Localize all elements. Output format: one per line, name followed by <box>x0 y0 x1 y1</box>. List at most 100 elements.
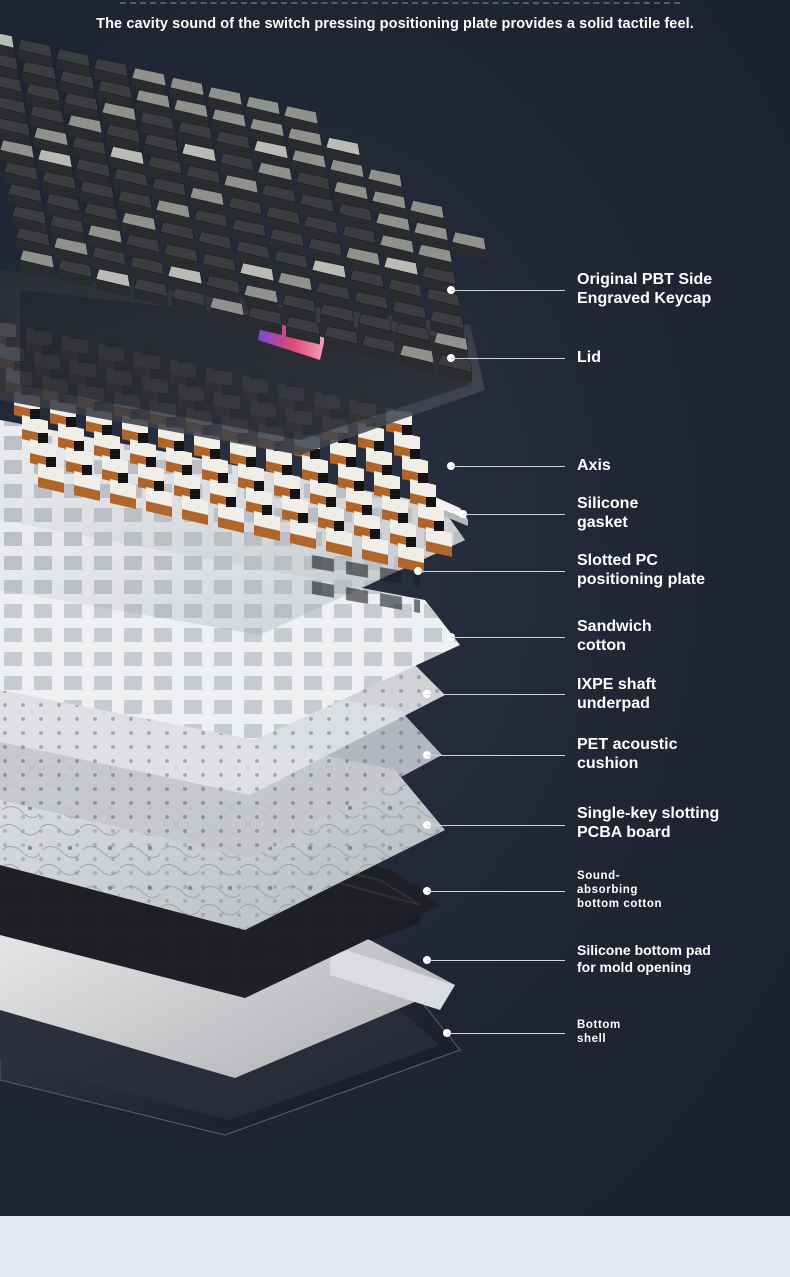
ixpe-underpad-label-line: underpad <box>577 695 650 712</box>
keycap <box>201 253 237 282</box>
keycap <box>151 177 187 206</box>
keycap <box>413 222 449 251</box>
keycap <box>341 225 377 254</box>
pet-cushion-label-line: PET acoustic <box>577 736 678 753</box>
keycap <box>319 303 355 332</box>
keycap <box>379 234 415 263</box>
keycap <box>249 118 285 147</box>
keycap <box>295 171 331 200</box>
keycap <box>169 77 205 106</box>
sandwich-cotton-label: Sandwich cotton <box>577 617 652 655</box>
ixpe-underpad-callout-line <box>427 694 565 695</box>
keycap <box>243 284 279 313</box>
keycap <box>17 39 53 68</box>
pcba-label: Single-key slotting PCBA board <box>577 804 719 842</box>
keycap <box>55 48 91 77</box>
keycap <box>133 278 169 307</box>
keycap <box>139 111 175 140</box>
silicone-bottom-pad-label-line: Silicone bottom pad <box>577 942 711 958</box>
keycap <box>67 114 103 143</box>
footer-band <box>0 1216 790 1277</box>
keycap <box>239 262 275 291</box>
keycap-label-line: Original PBT Side <box>577 271 713 288</box>
keycap <box>125 234 161 263</box>
keycap <box>219 152 255 181</box>
pc-plate-label: Slotted PC positioning plate <box>577 551 705 589</box>
switch <box>110 473 136 509</box>
silicone-gasket-callout-line <box>463 514 565 515</box>
keycap <box>417 244 453 273</box>
keycap <box>91 246 127 275</box>
keycap <box>273 250 309 279</box>
keycap <box>285 316 321 345</box>
switch <box>394 425 420 461</box>
silicone-gasket-label-line: gasket <box>577 514 628 531</box>
keycap <box>349 269 385 298</box>
switch <box>326 521 352 557</box>
keycap <box>143 133 179 162</box>
cropped-heading-remnant <box>120 0 680 4</box>
keycap <box>53 237 89 266</box>
silicone-gasket-label: Silicone gasket <box>577 494 638 532</box>
keycap <box>25 83 61 112</box>
keycap <box>329 159 365 188</box>
keycap-label-line: Engraved Keycap <box>577 290 712 307</box>
keycap <box>235 240 271 269</box>
keycap <box>185 165 221 194</box>
pc-plate-label-line: Slotted PC <box>577 552 658 569</box>
keycap <box>15 227 51 256</box>
keycap <box>135 89 171 118</box>
keycap <box>307 237 343 266</box>
silicone-bottom-pad-callout-line <box>427 960 565 961</box>
switch <box>38 457 64 493</box>
keycap <box>247 306 283 335</box>
sandwich-cotton-label-line: cotton <box>577 637 626 654</box>
keycap <box>395 322 431 351</box>
keycap <box>205 275 241 304</box>
switch <box>290 513 316 549</box>
keycap <box>19 249 55 278</box>
keycap <box>173 99 209 128</box>
keycap <box>0 75 23 102</box>
keycap-label: Original PBT Side Engraved Keycap <box>577 270 712 308</box>
switch <box>166 441 192 477</box>
keycap <box>433 332 469 361</box>
bottom-cotton-callout-line <box>427 891 565 892</box>
keycap-callout-line <box>451 290 565 291</box>
switch <box>254 505 280 541</box>
sandwich-cotton-callout-line <box>451 637 565 638</box>
keycap <box>177 121 213 150</box>
keycap <box>41 171 77 200</box>
axis-label: Axis <box>577 456 611 475</box>
switch <box>346 481 372 517</box>
product-page: The cavity sound of the switch pressing … <box>0 0 790 1216</box>
keycap <box>155 199 191 228</box>
keycap <box>429 310 465 339</box>
keycap <box>361 335 397 364</box>
axis-label-line: Axis <box>577 457 611 474</box>
keycap <box>231 218 267 247</box>
keycap <box>75 158 111 187</box>
keycap <box>49 215 85 244</box>
pcba-label-line: PCBA board <box>577 824 671 841</box>
keycap <box>211 108 247 137</box>
keycap <box>375 212 411 241</box>
keycap <box>399 344 435 373</box>
switch <box>146 481 172 517</box>
keycap <box>323 325 359 354</box>
keycap <box>159 221 195 250</box>
keycap <box>391 300 427 329</box>
bottom-cotton-label-line: bottom cotton <box>577 898 663 910</box>
pet-cushion-callout-line <box>427 755 565 756</box>
keycap <box>345 247 381 276</box>
keycap <box>95 268 131 297</box>
exploded-keyboard-illustration <box>0 33 487 1136</box>
bottom-shell-label: Bottom shell <box>577 1018 621 1046</box>
keycap <box>277 272 313 301</box>
keycap <box>265 206 301 235</box>
keycap <box>83 202 119 231</box>
keycap <box>357 313 393 342</box>
keycap <box>451 231 487 260</box>
keycap <box>0 117 31 146</box>
pet-cushion-label: PET acoustic cushion <box>577 735 677 773</box>
